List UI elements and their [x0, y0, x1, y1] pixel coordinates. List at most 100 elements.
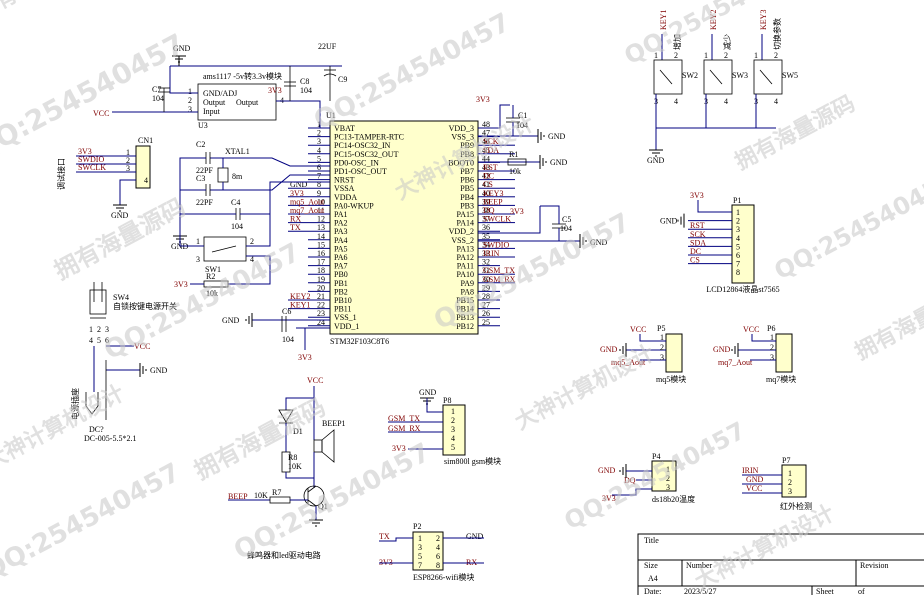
- mcu-right-pin-name: PB7: [460, 167, 474, 176]
- mq7-title: mq7模块: [766, 374, 796, 384]
- mcu-left-pin-name: VBAT: [334, 124, 355, 133]
- mcu-right-pin-number: 48: [482, 120, 490, 129]
- key-switch-ref: SW5: [782, 71, 798, 80]
- wifi-ref: P2: [413, 522, 421, 531]
- mcu-left-pin-number: 20: [317, 283, 325, 292]
- buzzer-driver: VCC D1 R8 10K BEEP1 Q1 BEEP R7 10K 蜂鸣器和l…: [228, 376, 346, 560]
- gsm-connector-p8: P8 GND GSM_TX GSM_RX 3V3 1 2 3 4 5 sim80…: [388, 388, 501, 466]
- mq5-net-vcc: VCC: [630, 325, 646, 334]
- mcu-right-pin-number: 32: [482, 258, 490, 267]
- crystal-body: [217, 167, 229, 183]
- beep-title: 蜂鸣器和led驱动电路: [247, 550, 321, 560]
- mq7-pin-3: 3: [770, 353, 774, 362]
- mcu-left-net-label: RX: [290, 215, 301, 224]
- mcu-right-pin-name: PB3: [460, 201, 474, 210]
- boot0-gnd-label: GND: [550, 158, 568, 167]
- power-switch-ref: SW4: [113, 293, 129, 302]
- r1-body: [507, 158, 527, 166]
- power-pin-1: 1: [89, 325, 93, 334]
- power-pin-4: 4: [89, 336, 93, 345]
- ds18b20-connector-p4: P4 GND DQ 3V3 1 2 3 ds18b20温度: [598, 452, 695, 504]
- mcu-left-pin-name: PA0-WKUP: [334, 201, 374, 210]
- ir-body: [781, 464, 807, 498]
- gsm-net-gnd: GND: [419, 388, 437, 397]
- c1-ref: C1: [518, 111, 527, 120]
- reset-sw-n1: 1: [196, 237, 200, 246]
- lcd-pin-number: 1: [736, 208, 740, 217]
- lcd-net-label: SCK: [690, 230, 706, 239]
- mcu-left-pin-name: PC13-TAMPER-RTC: [334, 133, 404, 142]
- watermark-text: 拥有海量源码: [0, 0, 99, 25]
- mcu-right-pin-name: PB12: [456, 322, 474, 331]
- mcu-left-pin-number: 24: [317, 318, 325, 327]
- mcu-right-net-label: SWCLK: [483, 215, 511, 224]
- mcu-left-pin-name: VDD_1: [334, 322, 359, 331]
- mcu-right-pin-name: PB13: [456, 313, 474, 322]
- mcu-right-net-label: SWDIO: [483, 240, 509, 249]
- swd-gnd-symbol: [113, 204, 127, 212]
- mcu-ref: U1: [326, 111, 336, 120]
- key-switch-body: [753, 59, 783, 95]
- mcu-left-pin-name: PB2: [334, 287, 348, 296]
- mcu-right-pin-name: PA10: [457, 270, 475, 279]
- key-pin-1: 1: [704, 51, 708, 60]
- wifi-wire-tx: [379, 537, 413, 542]
- wifi-pin-8: 8: [436, 561, 440, 570]
- mcu-right-pin-number: 31: [482, 266, 490, 275]
- mcu-right-pin-number: 27: [482, 301, 490, 310]
- mq5-title: mq5模块: [656, 374, 686, 384]
- c6-val: 104: [282, 335, 294, 344]
- mcu-right-pin-name: PB9: [460, 141, 474, 150]
- power-switch-title: 自锁按键电源开关: [113, 301, 177, 311]
- vdd3-3v3-label: 3V3: [476, 95, 490, 104]
- lcd-title: LCD12864液晶st7565: [706, 284, 779, 294]
- dc-jack-part: DC-005-5.5*2.1: [84, 434, 136, 443]
- mcu-left-net-label: GND: [290, 180, 308, 189]
- swd-net-3v3: 3V3: [78, 147, 92, 156]
- mcu-right-net-label: KEY3: [483, 189, 503, 198]
- mcu-right-pin-name: VDD_3: [449, 124, 474, 133]
- c6-ref: C6: [282, 307, 291, 316]
- mcu-left-pin-name: VSSA: [334, 184, 355, 193]
- mcu-right-pin-number: 45: [482, 146, 490, 155]
- mcu-left-pin-number: 14: [317, 232, 325, 241]
- ds18b20-pin-2: 2: [666, 474, 670, 483]
- mcu-left-pin-number: 12: [317, 215, 325, 224]
- power-pin-6: 6: [105, 336, 109, 345]
- ds18b20-net-3v3: 3V3: [602, 494, 616, 503]
- mq5-net-aout: mq5_Aout: [611, 358, 646, 367]
- watermark-text: QQ:254540457: [770, 166, 924, 285]
- osc-in-wire: [210, 157, 330, 167]
- mcu-part: STM32F103C8T6: [330, 337, 389, 346]
- mcu-right-pin-name: BOOT0: [448, 158, 474, 167]
- title-block-size: Size: [644, 561, 658, 570]
- q1-collector: [307, 485, 317, 493]
- keys-gnd-label: GND: [647, 156, 665, 165]
- title-block-number: Number: [686, 561, 713, 570]
- mcu-right-net-label: GSM_RX: [483, 275, 516, 284]
- mcu-left-pin-name: PC14-OSC32_IN: [334, 141, 391, 150]
- key-net-label: KEY3: [759, 10, 768, 30]
- crystal-circuit: XTAL1 8m C2 22PF C3 22PF GND C4 104: [171, 140, 330, 251]
- watermark-text: QQ:254540457: [0, 458, 185, 587]
- mcu-power-right: 3V3 C1 104 GND R1 10k GND 3V3 C5 104 GND: [476, 95, 608, 248]
- mcu-left-net-label: 3V3: [290, 189, 304, 198]
- key-switch-ref: SW2: [682, 71, 698, 80]
- swd-pin-1: 1: [126, 148, 130, 157]
- wifi-pin-3: 3: [418, 543, 422, 552]
- key-pin-2: 2: [674, 51, 678, 60]
- gsm-pin-5: 5: [451, 443, 455, 452]
- key-switch-contact: [659, 69, 673, 85]
- reset-switch-ref: SW1: [205, 265, 221, 274]
- c8-ref: C8: [300, 77, 309, 86]
- watermark-text: 拥有海量源码: [851, 280, 924, 365]
- mcu-right-net-label: CS: [483, 180, 493, 189]
- mcu-left-pin-number: 1: [317, 120, 321, 129]
- key-title: 减少: [722, 34, 732, 50]
- lcd-body: [731, 204, 755, 284]
- regulator-n2: 2: [188, 96, 192, 105]
- reset-sw-n4: 4: [250, 255, 254, 264]
